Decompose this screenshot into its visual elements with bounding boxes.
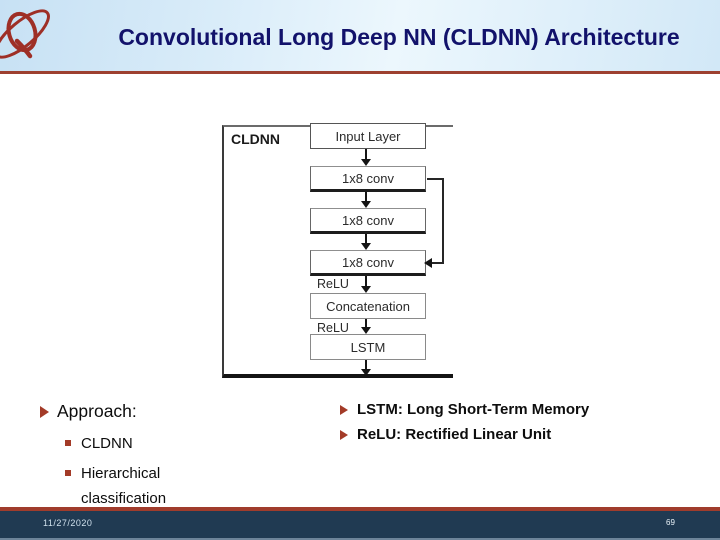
node-conv-3: 1x8 conv (310, 250, 426, 276)
footer-edge-strip (0, 538, 720, 540)
down-arrow-icon (365, 149, 367, 160)
list-item: CLDNN (65, 431, 310, 456)
cldnn-architecture-diagram: CLDNN Input Layer 1x8 conv 1x8 conv 1x8 … (222, 123, 453, 378)
diagram-label: CLDNN (231, 131, 280, 147)
relu-label-2: ReLU (317, 321, 349, 335)
list-item: ReLU: Rectified Linear Unit (340, 426, 670, 443)
node-conv-2: 1x8 conv (310, 208, 426, 234)
slide-page-number: 69 (666, 518, 675, 527)
square-bullet-icon (65, 440, 71, 446)
down-arrow-icon (365, 276, 367, 287)
skip-connection-line (430, 262, 444, 264)
approach-heading: Approach: (57, 401, 137, 421)
relu-label-1: ReLU (317, 277, 349, 291)
down-arrow-icon (361, 286, 371, 293)
node-input-layer: Input Layer (310, 123, 426, 149)
down-arrow-icon (365, 319, 367, 328)
down-arrow-icon (361, 369, 371, 376)
legend-lstm: LSTM: Long Short-Term Memory (357, 401, 590, 418)
arrow-bullet-icon (40, 405, 49, 418)
arrow-bullet-icon (340, 404, 348, 415)
list-item: LSTM: Long Short-Term Memory (340, 401, 670, 418)
node-conv-1: 1x8 conv (310, 166, 426, 192)
footer-divider (0, 507, 720, 511)
left-arrow-icon (424, 258, 432, 268)
down-arrow-icon (361, 327, 371, 334)
slide-title: Convolutional Long Deep NN (CLDNN) Archi… (118, 24, 680, 50)
down-arrow-icon (361, 243, 371, 250)
footer-bar: 11/27/2020 69 (0, 511, 720, 540)
slide-header: Convolutional Long Deep NN (CLDNN) Archi… (0, 0, 720, 71)
list-item-label: Hierarchical classification (81, 465, 167, 507)
header-divider (0, 71, 720, 74)
down-arrow-icon (365, 192, 367, 202)
logo-q-orbit-icon (0, 9, 50, 59)
square-bullet-icon (65, 470, 71, 476)
list-item: Hierarchical classification (65, 461, 310, 511)
arrow-bullet-icon (340, 429, 348, 440)
list-item-label: CLDNN (81, 435, 133, 452)
approach-list: Approach: CLDNN Hierarchical classificat… (40, 401, 310, 516)
node-concatenation: Concatenation (310, 293, 426, 319)
down-arrow-icon (361, 159, 371, 166)
legend-relu: ReLU: Rectified Linear Unit (357, 426, 552, 443)
list-heading-row: Approach: (40, 401, 310, 422)
down-arrow-icon (361, 201, 371, 208)
abbreviation-legend: LSTM: Long Short-Term Memory ReLU: Recti… (340, 401, 670, 451)
down-arrow-icon (365, 360, 367, 370)
node-lstm: LSTM (310, 334, 426, 360)
skip-connection-line (427, 178, 444, 263)
slide-date: 11/27/2020 (43, 518, 93, 528)
down-arrow-icon (365, 234, 367, 244)
